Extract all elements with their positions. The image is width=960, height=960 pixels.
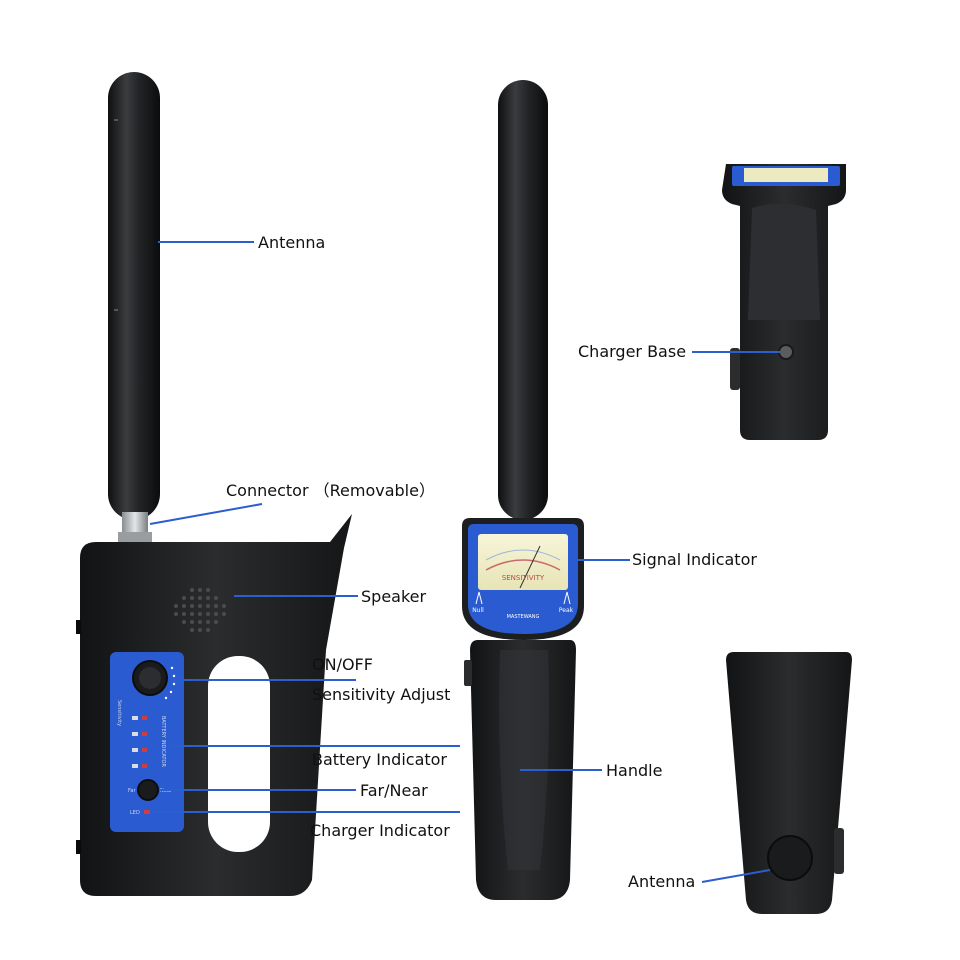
label-charger-base: Charger Base: [578, 342, 687, 361]
panel-sensitivity-text: Sensitivity: [116, 700, 122, 726]
label-connector: Connector （Removable）: [226, 481, 435, 500]
antenna-rod-middle: [498, 80, 548, 520]
label-far-near: Far/Near: [360, 781, 428, 800]
label-signal-indicator: Signal Indicator: [632, 550, 757, 569]
antenna-socket: [767, 835, 813, 881]
left-device: Sensitivity BATTERY INDICATOR Far Near L…: [76, 72, 352, 896]
charger-base-jack: [778, 344, 794, 360]
battery-leds: [132, 716, 147, 768]
bottom-side-knob: [834, 828, 844, 874]
charger-led: [144, 810, 150, 814]
panel-led-text: LED: [130, 810, 140, 816]
speaker-grille: [174, 588, 226, 632]
meter-face: [478, 534, 568, 590]
side-knob: [464, 660, 472, 686]
charger-side-knob: [730, 348, 740, 390]
label-speaker: Speaker: [361, 587, 427, 606]
label-sensitivity-adjust: Sensitivity Adjust: [312, 685, 451, 704]
leader-lines: [149, 241, 780, 883]
panel-far-text: Far: [128, 788, 136, 794]
bottom-right-device: [726, 652, 852, 914]
leader-antenna-bottom: [701, 869, 771, 883]
meter-sensitivity-text: SENSITIVITY: [502, 574, 545, 582]
top-right-device: [722, 164, 846, 440]
middle-device: SENSITIVITY Null Peak MASTEWANG: [462, 80, 584, 900]
bottom-view-body: [726, 652, 852, 914]
meter-peak-text: Peak: [559, 607, 574, 614]
far-near-button[interactable]: [137, 779, 159, 801]
label-antenna-top: Antenna: [258, 233, 326, 252]
meter-null-text: Null: [472, 607, 484, 614]
label-battery-indicator: Battery Indicator: [312, 750, 448, 769]
label-charger-indicator: Charger Indicator: [310, 821, 450, 840]
label-handle: Handle: [606, 761, 663, 780]
handle-opening: [208, 656, 270, 852]
panel-battery-text: BATTERY INDICATOR: [160, 716, 166, 767]
meter-brand-text: MASTEWANG: [507, 614, 540, 620]
antenna-rod: [108, 72, 160, 520]
leader-connector: [149, 503, 263, 525]
label-on-off: ON/OFF: [312, 655, 373, 674]
label-antenna-bottom: Antenna: [628, 872, 696, 891]
